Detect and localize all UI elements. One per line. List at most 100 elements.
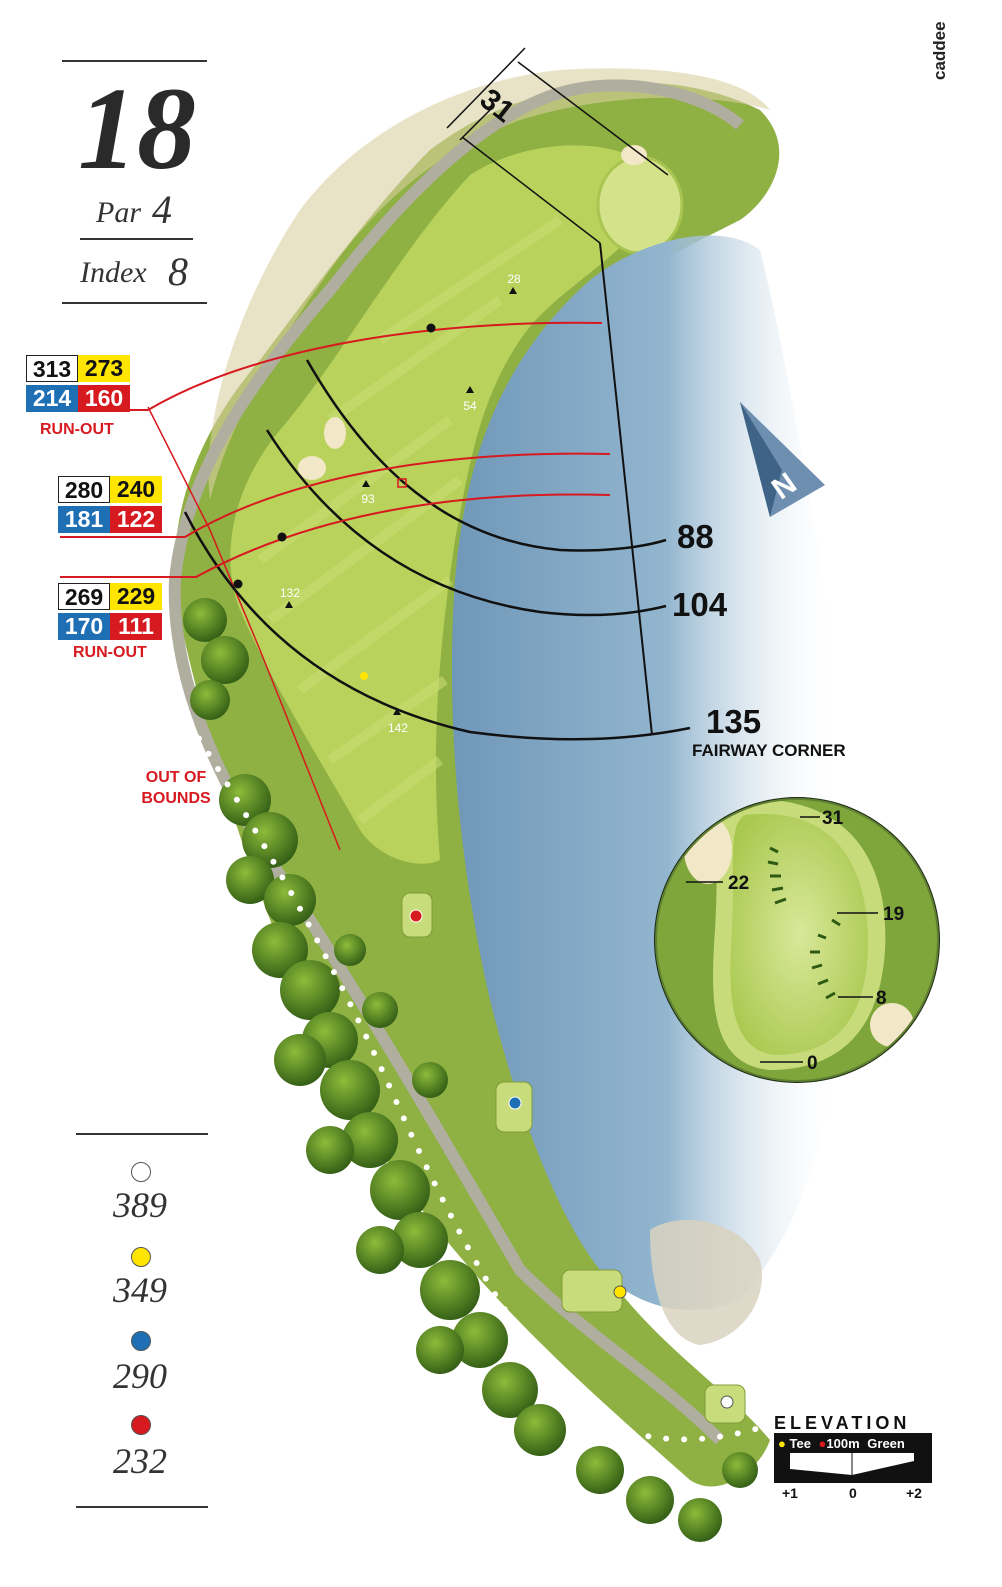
arc-135 (183, 511, 691, 741)
yardage-marker-triangles (285, 287, 517, 715)
oob-line-2: BOUNDS (141, 790, 211, 807)
yardage-marker-label: 93 (361, 492, 375, 506)
target-marker-red (397, 478, 407, 488)
dist-white: 280 (58, 476, 110, 503)
oob-boundary-line (147, 406, 341, 851)
target-2-bottom: 181 122 (58, 506, 162, 533)
target-dot-3 (233, 579, 243, 589)
elevation-tick: +1 (782, 1485, 798, 1501)
green-inset-label: 22 (728, 873, 749, 894)
runout-label: RUN-OUT (73, 644, 147, 661)
north-arrow-icon: N (740, 402, 825, 517)
green-inset-label: 0 (807, 1053, 818, 1074)
bunker (298, 456, 326, 480)
dist-red: 111 (110, 613, 162, 640)
tee-marker-yellow (613, 1285, 627, 1299)
arc-104 (265, 429, 667, 617)
target-1-top: 313 273 (26, 355, 130, 382)
par-value: 4 (152, 187, 172, 232)
reeds (650, 1220, 762, 1345)
dist-white: 269 (58, 583, 110, 610)
elevation-tick: +2 (906, 1485, 922, 1501)
tees-top-rule (76, 1133, 208, 1135)
dist-blue: 181 (58, 506, 110, 533)
tree-line (183, 598, 758, 1542)
target-dot-2 (277, 532, 287, 542)
target-3-bottom: 170 111 (58, 613, 162, 640)
tee-box-yellow (561, 1269, 623, 1313)
tee-red-distance: 232 (113, 1441, 167, 1481)
arc-distance-88: 88 (677, 518, 714, 555)
arc-distance-104: 104 (672, 586, 728, 623)
index-label: Index (80, 256, 147, 289)
arc-88 (305, 359, 667, 552)
tee-white-icon (131, 1162, 151, 1182)
cart-path (168, 79, 744, 1445)
green-inset-label: 19 (883, 904, 904, 925)
green-inset-label: 31 (822, 808, 844, 829)
target-dot-1 (426, 323, 436, 333)
dist-red: 122 (110, 506, 162, 533)
yardage-marker-label: 142 (388, 721, 408, 735)
tee-marker-white (720, 1395, 734, 1409)
dist-yellow: 240 (110, 476, 162, 503)
tee-marker-blue (508, 1096, 522, 1110)
oob-line-1: OUT OF (145, 769, 207, 786)
ball-marker (360, 672, 368, 680)
caddee-logo: caddee (930, 21, 949, 80)
target-2-top: 280 240 (58, 476, 162, 503)
dist-yellow: 273 (78, 355, 130, 382)
target-lines (60, 321, 611, 578)
legend-green: Green (867, 1436, 905, 1451)
fairway-corner-label: FAIRWAY CORNER (692, 741, 846, 760)
yardage-marker-label: 54 (463, 399, 477, 413)
dist-yellow: 229 (110, 583, 162, 610)
fairway (230, 145, 661, 864)
center-line (599, 242, 653, 736)
tee-blue-distance: 290 (113, 1356, 167, 1396)
putting-green (596, 155, 684, 255)
target-1-bottom: 214 160 (26, 385, 130, 412)
dist-blue: 170 (58, 613, 110, 640)
target-3-top: 269 229 (58, 583, 162, 610)
hole-number: 18 (78, 63, 196, 194)
elevation-title: ELEVATION (774, 1413, 911, 1433)
tee-white-distance: 389 (113, 1185, 167, 1225)
yardage-marker-label: 28 (507, 272, 521, 286)
legend-tee-dot-icon: ● (778, 1436, 786, 1451)
bunker (324, 417, 346, 449)
header-bottom-rule (62, 302, 207, 304)
tee-yellow-distance: 349 (113, 1270, 167, 1310)
elevation-profile-graph (790, 1453, 914, 1479)
legend-100m-dot-icon: ● (818, 1436, 827, 1451)
dune-area (208, 68, 770, 501)
dist-red: 160 (78, 385, 130, 412)
elevation-panel: ● Tee ●100m Green (774, 1433, 932, 1483)
header-mid-rule (80, 238, 193, 240)
elevation-ticks: +1 0 +2 (774, 1485, 932, 1505)
elevation-legend: ● Tee ●100m Green (778, 1436, 905, 1451)
tee-blue-icon (131, 1331, 151, 1351)
elevation-tick: 0 (849, 1485, 857, 1501)
index-value: 8 (168, 249, 188, 294)
header-top-rule (62, 60, 207, 62)
tees-bottom-rule (76, 1506, 208, 1508)
dist-white: 313 (26, 355, 78, 382)
elevation-profile (790, 1453, 914, 1479)
par-label: Par (96, 196, 141, 229)
bunker (621, 145, 647, 165)
legend-100m: 100m (826, 1436, 860, 1451)
yardage-marker-label: 132 (280, 586, 300, 600)
tee-red-icon (131, 1415, 151, 1435)
green-inset-label: 8 (876, 988, 887, 1009)
green-inset: 31 22 19 8 0 (654, 797, 940, 1083)
runout-label: RUN-OUT (40, 421, 114, 438)
legend-tee: Tee (789, 1436, 811, 1451)
out-of-bounds-label: OUT OF BOUNDS (126, 767, 226, 809)
arc-distance-135: 135 (706, 703, 762, 740)
green-depth-measure (446, 47, 669, 244)
tee-yellow-icon (131, 1247, 151, 1267)
tee-marker-red (409, 909, 423, 923)
dist-blue: 214 (26, 385, 78, 412)
